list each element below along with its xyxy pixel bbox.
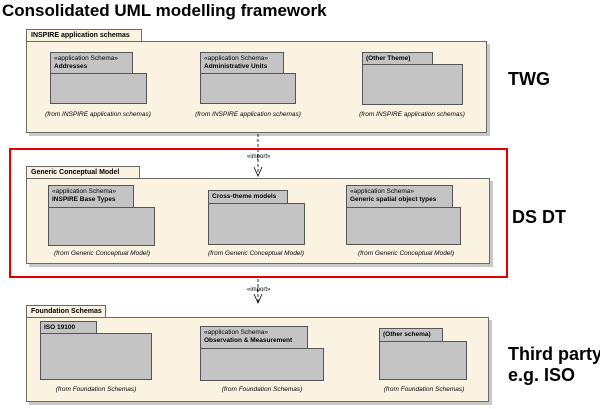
subpackage-tab-addresses[interactable]: «application Schema» Addresses: [50, 52, 133, 73]
package-tab-foundation-schemas[interactable]: Foundation Schemas: [26, 305, 106, 317]
subpackage-tab-administrative-units[interactable]: «application Schema» Administrative Unit…: [200, 52, 284, 73]
import-label: «import»: [247, 154, 271, 160]
subpackage-name: Generic spatial object types: [350, 196, 437, 203]
from-label: (from Generic Conceptual Model): [207, 250, 305, 257]
subpackage-name: Cross-theme models: [212, 193, 277, 200]
subpackage-tab-cross-theme-models[interactable]: Cross-theme models: [208, 190, 288, 203]
from-label: (from Generic Conceptual Model): [357, 250, 455, 257]
subpackage-tab-other-theme[interactable]: (Other Theme): [362, 52, 433, 64]
from-label: (from INSPIRE application schemas): [45, 111, 151, 118]
subpackage-name: Administrative Units: [204, 63, 268, 70]
stereotype-label: «application Schema»: [52, 188, 116, 195]
from-label: (from Foundation Schemas): [55, 386, 137, 393]
subpackage-tab-observation-measurement[interactable]: «application Schema» Observation & Measu…: [200, 326, 308, 348]
side-label-twg: TWG: [508, 69, 550, 89]
subpackage-tab-iso-19100[interactable]: ISO 19100: [40, 321, 97, 334]
side-label-eg-iso: e.g. ISO: [508, 365, 576, 385]
highlight-box: [9, 148, 508, 278]
stereotype-label: «application Schema»: [54, 55, 118, 62]
diagram-title: Consolidated UML modelling framework: [2, 1, 327, 20]
package-tab-generic-conceptual-model[interactable]: Generic Conceptual Model: [26, 166, 140, 178]
stereotype-label: «application Schema»: [350, 188, 414, 195]
side-label-third-party: Third party: [508, 344, 600, 364]
subpackage-addresses[interactable]: [50, 73, 147, 104]
subpackage-name: (Other schema): [383, 331, 431, 338]
subpackage-name: Observation & Measurement: [204, 337, 293, 344]
from-label: (from INSPIRE application schemas): [359, 111, 465, 118]
import-dependency-lower[interactable]: «import»: [247, 279, 271, 304]
subpackage-tab-other-schema[interactable]: (Other schema): [379, 328, 443, 341]
subpackage-cross-theme-models[interactable]: [208, 203, 305, 245]
subpackage-name: (Other Theme): [366, 55, 411, 62]
subpackage-generic-spatial-object-types[interactable]: [346, 207, 461, 245]
subpackage-observation-measurement[interactable]: [200, 348, 324, 381]
subpackage-administrative-units[interactable]: [200, 73, 296, 104]
from-label: (from Generic Conceptual Model): [53, 250, 151, 257]
import-label: «import»: [247, 287, 271, 293]
package-tab-inspire-application-schemas[interactable]: INSPIRE application schemas: [26, 29, 142, 41]
subpackage-iso-19100[interactable]: [40, 333, 152, 380]
subpackage-name: INSPIRE Base Types: [52, 196, 116, 203]
subpackage-inspire-base-types[interactable]: [48, 207, 155, 246]
subpackage-name: ISO 19100: [44, 324, 76, 331]
from-label: (from Foundation Schemas): [383, 386, 465, 393]
subpackage-tab-inspire-base-types[interactable]: «application Schema» INSPIRE Base Types: [48, 185, 134, 207]
subpackage-other-schema[interactable]: [379, 341, 467, 380]
from-label: (from INSPIRE application schemas): [195, 111, 301, 118]
subpackage-tab-generic-spatial-object-types[interactable]: «application Schema» Generic spatial obj…: [346, 185, 453, 207]
from-label: (from Foundation Schemas): [221, 386, 303, 393]
stereotype-label: «application Schema»: [204, 329, 268, 336]
subpackage-other-theme[interactable]: [362, 64, 463, 105]
import-dependency-upper[interactable]: «import»: [247, 134, 271, 177]
stereotype-label: «application Schema»: [204, 55, 268, 62]
side-label-ds-dt: DS DT: [512, 207, 566, 227]
subpackage-name: Addresses: [54, 63, 88, 70]
